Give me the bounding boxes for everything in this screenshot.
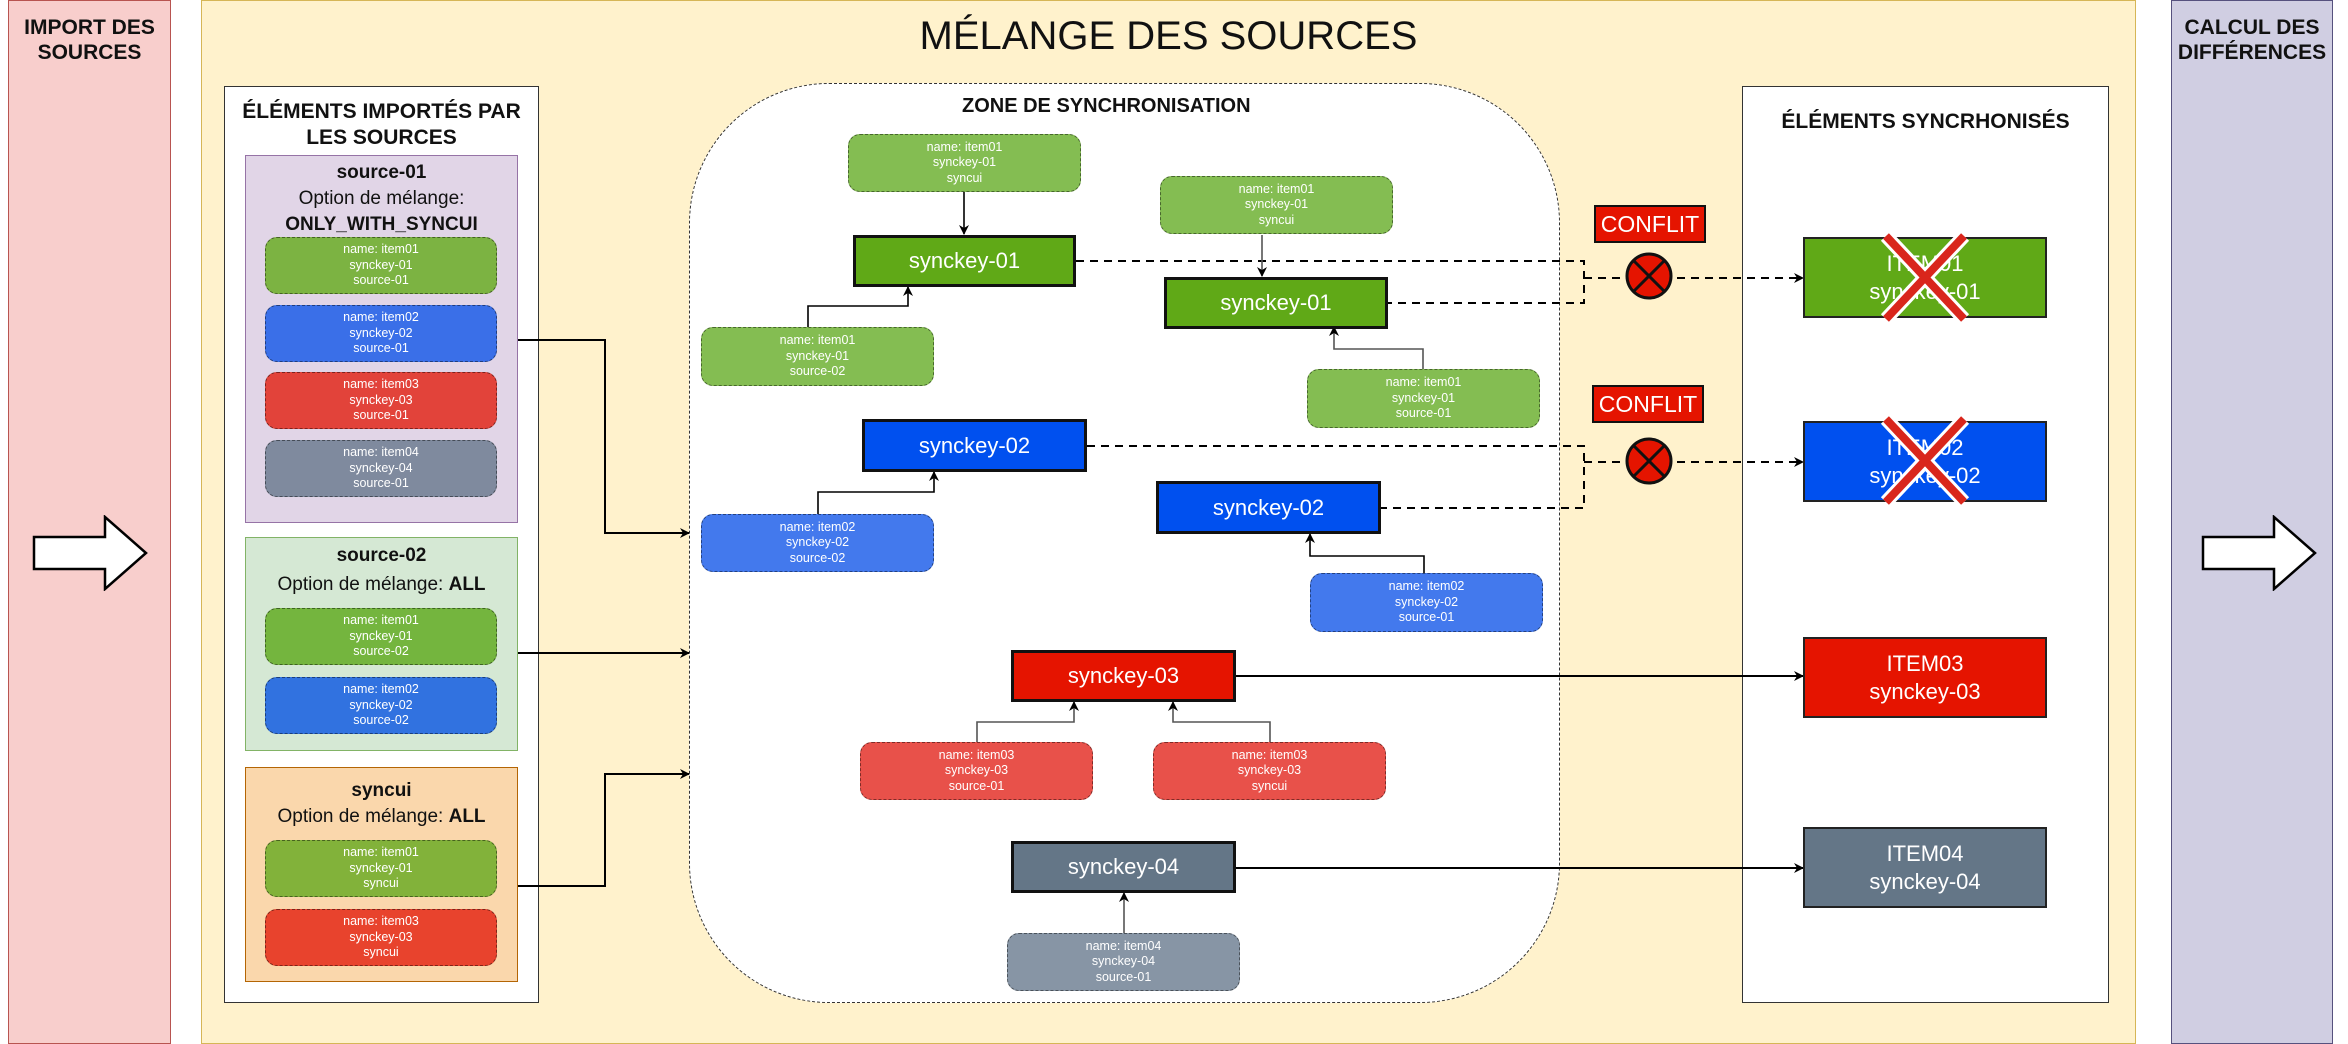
- sync-item-chip[interactable]: name: item01 synckey-01 syncui: [848, 134, 1081, 192]
- imported-item-chip[interactable]: name: item01 synckey-01 syncui: [265, 840, 497, 897]
- stage-merge-title: MÉLANGE DES SOURCES: [919, 14, 1418, 58]
- sync-item-chip[interactable]: name: item01 synckey-01 syncui: [1160, 176, 1393, 234]
- merge-option-value: ALL: [448, 806, 486, 827]
- synckey-node[interactable]: synckey-02: [862, 419, 1087, 472]
- synckey-node[interactable]: synckey-04: [1011, 841, 1236, 893]
- merge-option-value: ALL: [448, 574, 486, 595]
- imported-item-chip[interactable]: name: item01 synckey-01 source-01: [265, 237, 497, 294]
- sync-item-chip[interactable]: name: item02 synckey-02 source-01: [1310, 573, 1543, 632]
- merge-option-value: ONLY_WITH_SYNCUI: [285, 214, 478, 235]
- conflict-badge: CONFLIT: [1594, 205, 1706, 243]
- sync-zone-title: ZONE DE SYNCHRONISATION: [962, 95, 1251, 117]
- sync-item-chip[interactable]: name: item01 synckey-01 source-01: [1307, 369, 1540, 428]
- imported-item-chip[interactable]: name: item02 synckey-02 source-01: [265, 305, 497, 362]
- sync-item-chip[interactable]: name: item04 synckey-04 source-01: [1007, 933, 1240, 991]
- flow-arrow-icon: [2201, 515, 2317, 591]
- merge-option-label: Option de mélange:: [277, 574, 444, 595]
- stage-import: IMPORT DES SOURCES: [8, 0, 171, 1044]
- conflict-badge: CONFLIT: [1592, 385, 1704, 423]
- source-name: syncui: [351, 780, 412, 801]
- synced-panel-title: ÉLÉMENTS SYNCRHONISÉS: [1781, 110, 2070, 133]
- imported-panel-title: ÉLÉMENTS IMPORTÉS PAR LES SOURCES: [242, 100, 521, 149]
- flow-arrow-icon: [32, 515, 148, 591]
- imported-item-chip[interactable]: name: item02 synckey-02 source-02: [265, 677, 497, 734]
- imported-item-chip[interactable]: name: item04 synckey-04 source-01: [265, 440, 497, 497]
- synckey-node[interactable]: synckey-02: [1156, 481, 1381, 534]
- imported-item-chip[interactable]: name: item03 synckey-03 syncui: [265, 909, 497, 966]
- synced-result[interactable]: ITEM04 synckey-04: [1803, 827, 2047, 908]
- sync-item-chip[interactable]: name: item03 synckey-03 source-01: [860, 742, 1093, 800]
- sync-item-chip[interactable]: name: item01 synckey-01 source-02: [701, 327, 934, 386]
- sync-item-chip[interactable]: name: item03 synckey-03 syncui: [1153, 742, 1386, 800]
- synced-result[interactable]: ITEM03 synckey-03: [1803, 637, 2047, 718]
- stage-diff-title: CALCUL DES DIFFÉRENCES: [2177, 16, 2327, 64]
- imported-item-chip[interactable]: name: item01 synckey-01 source-02: [265, 608, 497, 665]
- rejected-cross-icon: [1880, 231, 1970, 324]
- rejected-cross-icon: [1880, 414, 1970, 507]
- merge-option-label: Option de mélange:: [277, 806, 444, 827]
- conflict-x-circle-icon: [1625, 437, 1673, 485]
- stage-import-title: IMPORT DES SOURCES: [24, 16, 155, 64]
- conflict-x-circle-icon: [1625, 252, 1673, 300]
- merge-option-label: Option de mélange:: [298, 188, 465, 209]
- imported-item-chip[interactable]: name: item03 synckey-03 source-01: [265, 372, 497, 429]
- synckey-node[interactable]: synckey-03: [1011, 650, 1236, 702]
- source-name: source-02: [336, 545, 427, 566]
- synckey-node[interactable]: synckey-01: [853, 235, 1076, 287]
- sync-item-chip[interactable]: name: item02 synckey-02 source-02: [701, 514, 934, 572]
- source-name: source-01: [336, 162, 427, 183]
- synckey-node[interactable]: synckey-01: [1164, 277, 1388, 329]
- stage-diff: CALCUL DES DIFFÉRENCES: [2171, 0, 2333, 1044]
